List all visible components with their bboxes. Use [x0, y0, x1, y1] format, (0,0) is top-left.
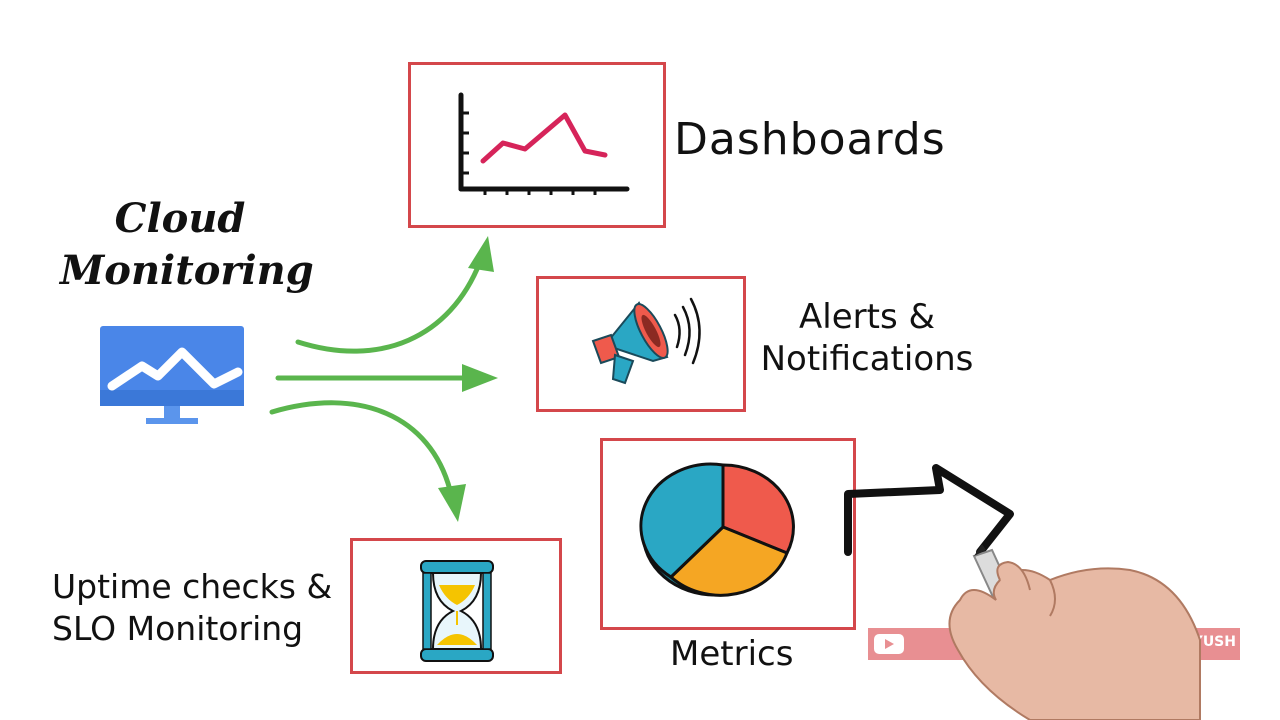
line-chart-icon: [458, 92, 630, 195]
alerts-label: Alerts & Notifications: [754, 296, 980, 380]
pie-chart-icon: [639, 462, 795, 597]
hand-with-marker: [948, 544, 1201, 720]
dashboards-box: [408, 62, 666, 228]
youtube-icon: [874, 634, 904, 654]
alerts-label-line-2: Notifications: [760, 339, 974, 379]
uptime-box: [350, 538, 562, 674]
dashboards-label: Dashboards: [674, 114, 946, 165]
megaphone-icon: [591, 297, 701, 385]
arrow-to-dashboards: [295, 236, 494, 354]
alerts-box: [536, 276, 746, 412]
hourglass-icon: [420, 560, 494, 662]
metrics-box: [600, 438, 856, 630]
alerts-label-line-1: Alerts &: [799, 297, 935, 337]
arrow-to-uptime: [269, 400, 466, 522]
title-line-1: Cloud: [114, 195, 246, 242]
right-arrow-icon: [844, 464, 1014, 556]
uptime-label: Uptime checks & SLO Monitoring: [52, 566, 332, 650]
diagram-title: Cloud Monitoring: [60, 195, 314, 294]
title-line-2: Monitoring: [60, 247, 314, 294]
metrics-label: Metrics: [670, 634, 794, 674]
arrow-to-alerts: [275, 364, 498, 392]
uptime-label-line-2: SLO Monitoring: [52, 609, 304, 648]
monitor-icon: [100, 326, 244, 424]
uptime-label-line-1: Uptime checks &: [52, 567, 333, 606]
